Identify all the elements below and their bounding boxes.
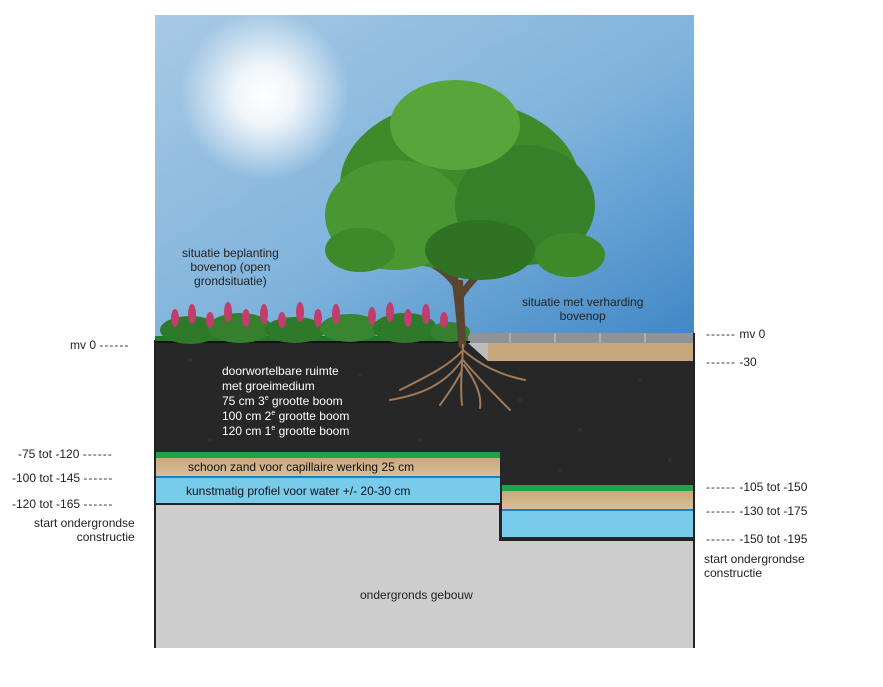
right-level-mv: ------ mv 0	[706, 327, 766, 341]
left-level-1: -75 tot -120 ------	[18, 447, 113, 461]
left-construction-label: start ondergrondse constructie	[34, 516, 135, 544]
right-grass-line	[502, 485, 694, 491]
paving-joints	[509, 333, 646, 343]
root-space-label: doorwortelbare ruimte met groeimedium 75…	[222, 364, 350, 438]
building-label: ondergronds gebouw	[360, 588, 473, 602]
right-level-3: ------ -150 tot -195	[706, 532, 808, 546]
paving-slabs	[468, 333, 694, 343]
left-grass-line	[155, 452, 500, 458]
right-level-1: ------ -105 tot -150	[706, 480, 808, 494]
tree-roots	[389, 344, 526, 411]
left-level-3: -120 tot -165 ------	[12, 497, 114, 511]
right-level-2: ------ -130 tot -175	[706, 504, 808, 518]
right-level-30: ------ -30	[706, 355, 757, 369]
paving-edge	[468, 343, 488, 361]
paving-situation-label: situatie met verharding bovenop	[522, 295, 644, 323]
sun-icon	[180, 10, 350, 180]
sand-layer-label: schoon zand voor capillaire werking 25 c…	[188, 460, 415, 474]
left-water-layer	[155, 477, 500, 504]
planting-situation-label: situatie beplanting bovenop (open gronds…	[182, 246, 279, 288]
flowers	[171, 302, 448, 328]
left-level-2: -100 tot -145 ------	[12, 471, 114, 485]
tree-icon	[325, 80, 605, 349]
water-layer-label: kunstmatig profiel voor water +/- 20-30 …	[186, 484, 411, 498]
left-sand-layer	[155, 458, 500, 477]
right-water-layer	[502, 510, 694, 537]
right-sand-layer	[502, 491, 694, 510]
left-level-mv: mv 0 ------	[70, 338, 130, 352]
right-construction-label: start ondergrondse constructie	[704, 552, 805, 580]
paving-foundation-sand	[488, 343, 694, 361]
